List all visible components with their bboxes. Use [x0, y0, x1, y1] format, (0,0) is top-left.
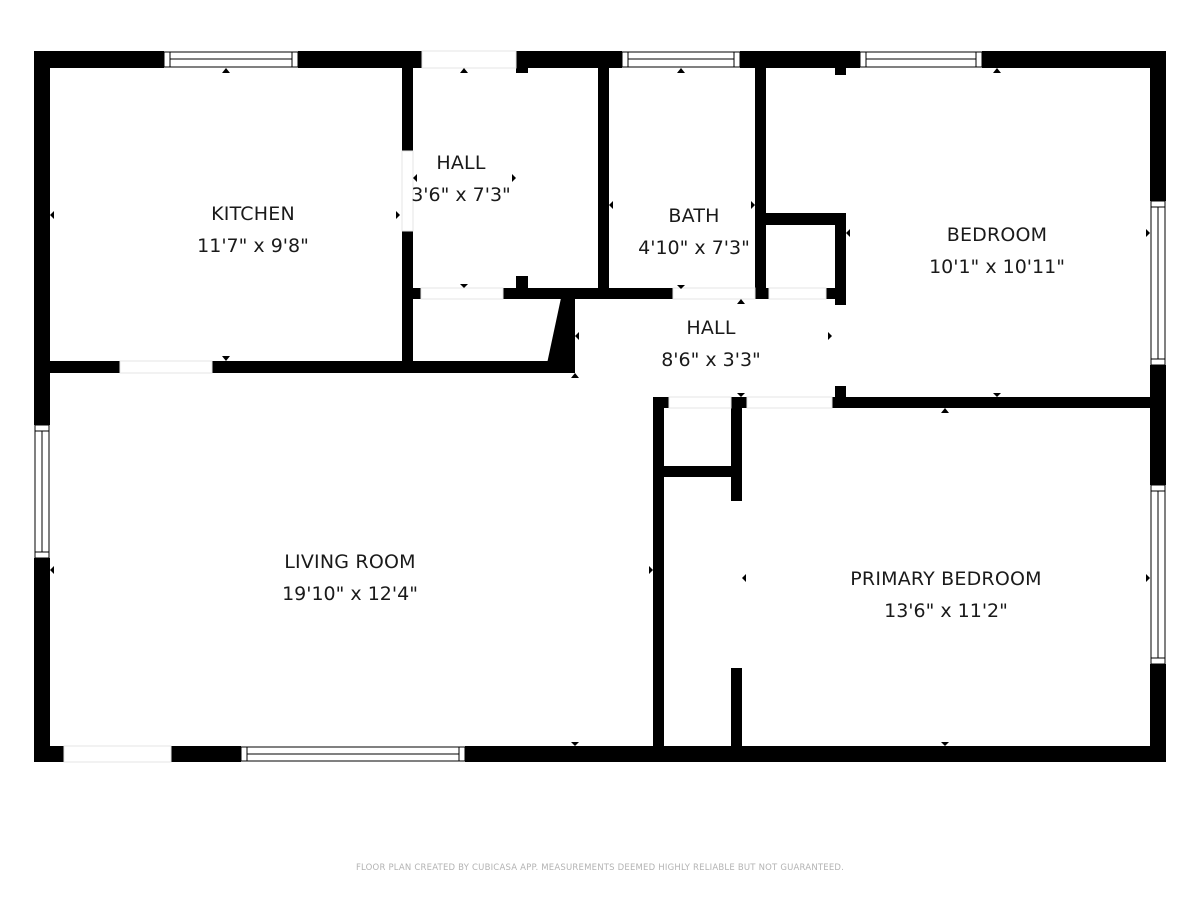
- room-name: HALL: [436, 152, 486, 174]
- room-name: BATH: [668, 205, 720, 227]
- room-name: KITCHEN: [211, 203, 295, 225]
- room-dimensions: 13'6" x 11'2": [884, 600, 1008, 622]
- room-label-hall-1: HALL 3'6" x 7'3": [411, 151, 511, 207]
- room-name: LIVING ROOM: [284, 551, 416, 573]
- room-dimensions: 4'10" x 7'3": [638, 237, 750, 259]
- openings: [63, 50, 833, 763]
- room-label-primary-bedroom: PRIMARY BEDROOM 13'6" x 11'2": [850, 567, 1041, 623]
- room-label-hall-2: HALL 8'6" x 3'3": [661, 316, 761, 372]
- room-name: HALL: [686, 317, 736, 339]
- room-name: PRIMARY BEDROOM: [850, 568, 1042, 590]
- dimension-markers: [50, 68, 1150, 746]
- room-name: BEDROOM: [946, 224, 1048, 246]
- disclaimer-footer: FLOOR PLAN CREATED BY CUBICASA APP. MEAS…: [355, 863, 845, 873]
- room-dimensions: 19'10" x 12'4": [282, 583, 418, 605]
- room-dimensions: 8'6" x 3'3": [661, 349, 761, 371]
- room-label-bedroom: BEDROOM 10'1" x 10'11": [929, 223, 1065, 279]
- walls: [34, 51, 1166, 762]
- room-label-kitchen: KITCHEN 11'7" x 9'8": [197, 202, 309, 258]
- room-dimensions: 11'7" x 9'8": [197, 235, 309, 257]
- room-dimensions: 3'6" x 7'3": [411, 184, 511, 206]
- room-dimensions: 10'1" x 10'11": [929, 256, 1065, 278]
- room-label-bath: BATH 4'10" x 7'3": [638, 204, 750, 260]
- windows: [34, 51, 1166, 762]
- room-label-living-room: LIVING ROOM 19'10" x 12'4": [282, 550, 418, 606]
